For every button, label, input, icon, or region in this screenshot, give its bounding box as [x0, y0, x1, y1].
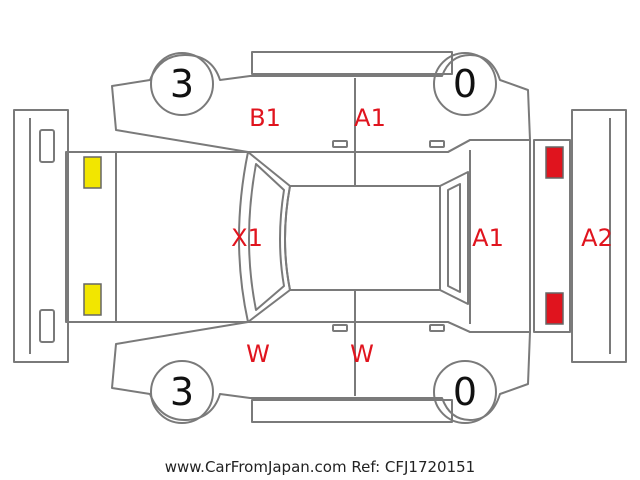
- tire-rear-right: [150, 360, 214, 424]
- front-corner-panel: [533, 139, 571, 333]
- left-door-handle-front: [429, 140, 445, 148]
- tire-rear-left: [150, 52, 214, 116]
- right-side-sill: [251, 399, 453, 423]
- front-light-bottom: [545, 292, 564, 325]
- damage-code-right-front-door: W: [350, 340, 374, 368]
- windshield-inner: [447, 183, 461, 293]
- rear-bumper: [13, 109, 69, 363]
- left-side-sill: [251, 51, 453, 75]
- rear-bumper-tab-top: [39, 129, 55, 163]
- tire-rear-left-value: 3: [170, 62, 194, 106]
- rear-light-bottom: [83, 283, 102, 316]
- left-side-outline: [111, 54, 531, 153]
- right-door-handle-front: [429, 324, 445, 332]
- tire-front-right-value: 0: [453, 370, 477, 414]
- damage-code-left-rear-door: B1: [249, 104, 281, 132]
- tire-front-left-value: 0: [453, 62, 477, 106]
- damage-code-hood: A1: [472, 224, 504, 252]
- windshield: [439, 171, 469, 305]
- right-side-outline: [111, 321, 531, 421]
- tire-front-left: [433, 52, 497, 116]
- damage-code-left-front-door: A1: [354, 104, 386, 132]
- roof-panel: [284, 185, 441, 291]
- tire-front-right: [433, 360, 497, 424]
- reference-footer: www.CarFromJapan.com Ref: CFJ1720151: [165, 458, 475, 476]
- damage-code-roof: X1: [231, 224, 263, 252]
- front-light-top: [545, 146, 564, 179]
- front-bumper: [571, 109, 627, 363]
- right-door-handle-rear: [332, 324, 348, 332]
- damage-code-right-rear-door: W: [246, 340, 270, 368]
- tire-rear-right-value: 3: [170, 370, 194, 414]
- rear-bumper-tab-bottom: [39, 309, 55, 343]
- damage-code-front-bumper: A2: [581, 224, 613, 252]
- rear-window-inner: [248, 163, 285, 311]
- rear-light-top: [83, 156, 102, 189]
- left-door-handle-rear: [332, 140, 348, 148]
